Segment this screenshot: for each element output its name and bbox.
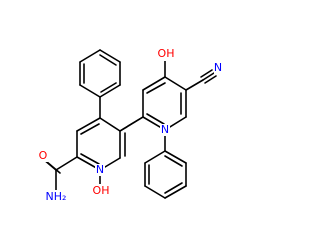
label-background (38, 150, 48, 162)
hydroxyl-label-left: OH (93, 184, 110, 197)
bond-lines (42, 49, 217, 199)
bond (185, 79, 204, 91)
hydroxyl-label-right: OH (158, 47, 175, 60)
bond (146, 82, 166, 94)
bond (144, 150, 166, 164)
bond (202, 72, 215, 81)
amide-oxygen-label: O (39, 149, 48, 162)
atom-labels: OH N N N OH O NH₂ (38, 47, 224, 204)
bond (164, 155, 183, 167)
bond (204, 75, 217, 84)
bond (100, 82, 117, 93)
bond (142, 76, 166, 91)
bond (99, 54, 117, 66)
label-background (214, 62, 224, 74)
label-background (160, 124, 170, 136)
pyridine-nitrogen-label-right: N (161, 123, 169, 136)
bond (99, 117, 121, 132)
amide-nitrogen-label: NH₂ (46, 190, 67, 203)
bond (164, 150, 187, 164)
bond (79, 49, 101, 63)
molecule-diagram: OH N N N OH O NH₂ (38, 47, 224, 204)
bond (200, 69, 213, 78)
bond (80, 123, 100, 135)
bond (146, 113, 165, 125)
bond (164, 182, 183, 194)
bond (76, 117, 101, 132)
bond (119, 116, 144, 132)
bond (144, 185, 166, 199)
bond (55, 156, 78, 171)
bond (80, 153, 100, 165)
label-background (95, 164, 105, 176)
bond (164, 185, 187, 199)
bond (99, 84, 121, 98)
pyridine-nitrogen-label-left: N (96, 163, 104, 176)
label-background (156, 47, 176, 61)
bond (99, 49, 121, 63)
nitrile-nitrogen-label: N (214, 61, 222, 74)
bond (164, 76, 187, 91)
label-background (43, 190, 69, 204)
bond (46, 161, 61, 174)
bond (79, 84, 101, 98)
label-background (91, 184, 111, 198)
